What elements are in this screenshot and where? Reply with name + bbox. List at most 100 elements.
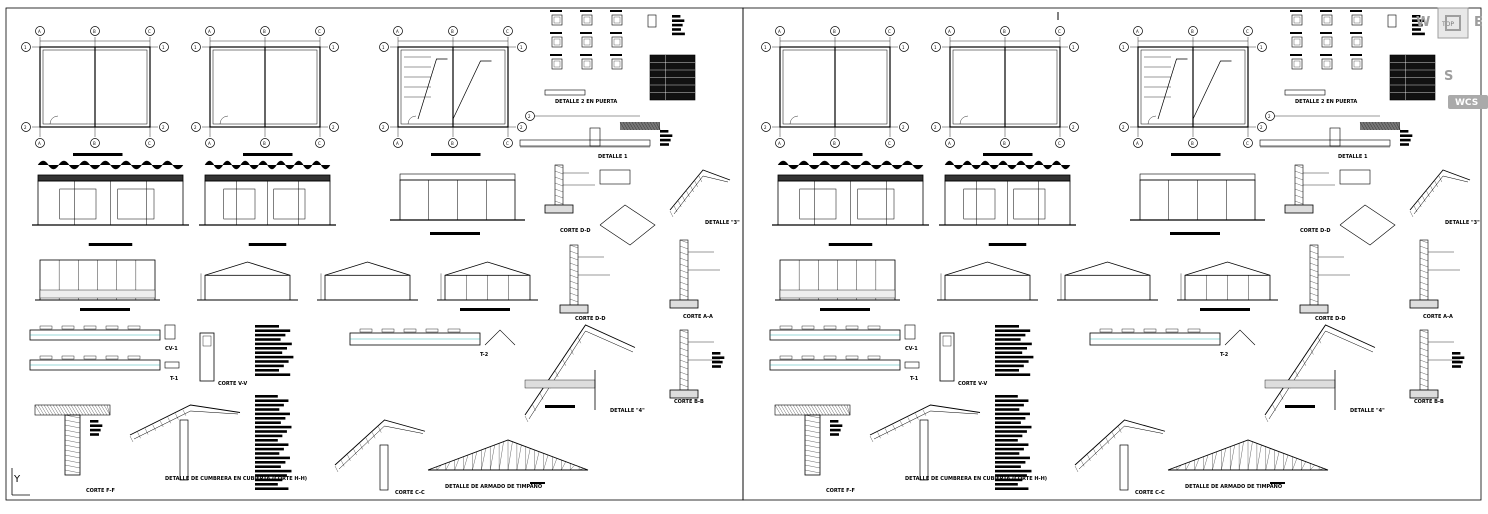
column-tag bbox=[580, 32, 592, 34]
grid-bubble-label: 2 bbox=[764, 125, 767, 130]
notes-text-line bbox=[995, 447, 1024, 451]
drawing-line bbox=[79, 404, 87, 416]
drawing-rect bbox=[223, 188, 256, 220]
notes-text-line bbox=[255, 373, 291, 376]
notes-text-line bbox=[1400, 143, 1409, 146]
drawing-line bbox=[554, 194, 564, 199]
grid-bubble-label: B bbox=[451, 29, 454, 34]
column-tag bbox=[1350, 32, 1362, 34]
grid-bubble-label: A bbox=[208, 141, 211, 146]
drawing-rect bbox=[551, 58, 563, 70]
drawing-line bbox=[673, 205, 678, 213]
notes-text-line bbox=[995, 474, 1027, 477]
drawing-line bbox=[801, 404, 809, 416]
viewcube-west-label[interactable]: W bbox=[1416, 15, 1430, 30]
drawing-line bbox=[58, 404, 66, 416]
corte-vv-label: CORTE V-V bbox=[958, 381, 987, 387]
drawing-line bbox=[1368, 121, 1374, 131]
drawing-line bbox=[1419, 263, 1429, 268]
tree-canopy bbox=[1016, 160, 1035, 170]
drawing-rect bbox=[611, 36, 623, 48]
notes-text-line bbox=[255, 360, 289, 363]
notes-text-line bbox=[255, 333, 286, 337]
drawing-line bbox=[167, 417, 171, 424]
drawing-rect bbox=[1139, 173, 1256, 181]
drawing-line bbox=[631, 121, 637, 131]
drawing-line bbox=[628, 121, 634, 131]
drawing-line bbox=[831, 404, 839, 416]
drawing-line bbox=[1418, 200, 1422, 208]
viewcube[interactable]: N W E TOP S WCS bbox=[1358, 0, 1488, 115]
viewcube-south-label[interactable]: S bbox=[1444, 69, 1453, 84]
drawing-line bbox=[554, 182, 564, 187]
drawing-line bbox=[554, 170, 564, 175]
corte-dd-label: CORTE D-D bbox=[560, 228, 591, 234]
drawing-line bbox=[837, 404, 845, 416]
drawing-rect bbox=[942, 335, 952, 347]
drawing-rect bbox=[1321, 14, 1333, 26]
grid-bubble-label: A bbox=[38, 141, 41, 146]
grid-bubble-label: B bbox=[263, 141, 266, 146]
drawing-line bbox=[652, 121, 658, 131]
wcs-label[interactable]: WCS bbox=[1455, 98, 1478, 108]
elevation-title-bar bbox=[828, 243, 873, 246]
section-title-bar bbox=[80, 308, 130, 311]
drawing-line bbox=[569, 298, 579, 303]
grid-bubble bbox=[830, 26, 840, 36]
drawing-line bbox=[1310, 348, 1314, 355]
drawing-line bbox=[1365, 121, 1371, 131]
drawing-line bbox=[40, 404, 48, 416]
wcs-menu-button[interactable] bbox=[1448, 95, 1488, 109]
column-tag bbox=[550, 10, 562, 12]
drawing-rect bbox=[1309, 244, 1319, 306]
drawing-line bbox=[679, 239, 689, 244]
door-swing bbox=[1147, 115, 1157, 125]
drawing-line bbox=[472, 451, 478, 471]
drawing-line bbox=[103, 404, 111, 416]
grid-bubble-label: B bbox=[1191, 29, 1194, 34]
drawing-polyline bbox=[524, 324, 636, 416]
column-tag bbox=[1350, 54, 1362, 56]
grid-bubble-label: 2 bbox=[382, 125, 385, 130]
viewcube-top-face[interactable] bbox=[1437, 7, 1469, 39]
tree-canopy bbox=[902, 160, 924, 170]
drawing-line bbox=[507, 441, 513, 471]
notes-text-line bbox=[1412, 23, 1423, 27]
drawing-line bbox=[1419, 257, 1429, 262]
column-tag bbox=[610, 10, 622, 12]
notes-text-line bbox=[1400, 134, 1413, 137]
grid-bubble bbox=[329, 42, 339, 52]
notes-text-line bbox=[1412, 28, 1421, 31]
door-swing bbox=[49, 115, 59, 125]
drawing-line bbox=[679, 287, 689, 292]
drawing-rect bbox=[39, 289, 156, 299]
drawing-line bbox=[569, 262, 579, 267]
drawing-line bbox=[64, 434, 81, 439]
notes-text-line bbox=[255, 487, 289, 490]
viewcube-east-label[interactable]: E bbox=[1474, 15, 1483, 30]
drawing-polyline bbox=[324, 261, 411, 276]
drawing-line bbox=[1309, 292, 1319, 297]
drawing-line bbox=[774, 404, 782, 416]
drawing-line bbox=[804, 444, 821, 449]
drawing-line bbox=[1294, 176, 1304, 181]
drawing-line bbox=[1398, 121, 1401, 131]
drawing-polyline bbox=[1064, 261, 1151, 276]
drawing-line bbox=[669, 210, 674, 218]
notes-text-line bbox=[995, 456, 1030, 460]
grid-bubble-label: B bbox=[1003, 29, 1006, 34]
grid-bubble bbox=[775, 138, 785, 148]
notes-text-line bbox=[255, 434, 283, 438]
drawing-polyline bbox=[1268, 330, 1374, 420]
drawing-polyline bbox=[452, 60, 492, 120]
drawing-line bbox=[1309, 262, 1319, 267]
grid-bubble bbox=[503, 26, 513, 36]
t2-label: T-2 bbox=[1220, 352, 1229, 358]
drawing-line bbox=[1419, 377, 1429, 382]
drawing-rect bbox=[679, 239, 689, 301]
drawing-line bbox=[64, 429, 81, 434]
drawing-line bbox=[73, 404, 81, 416]
drawing-rect bbox=[804, 414, 821, 476]
